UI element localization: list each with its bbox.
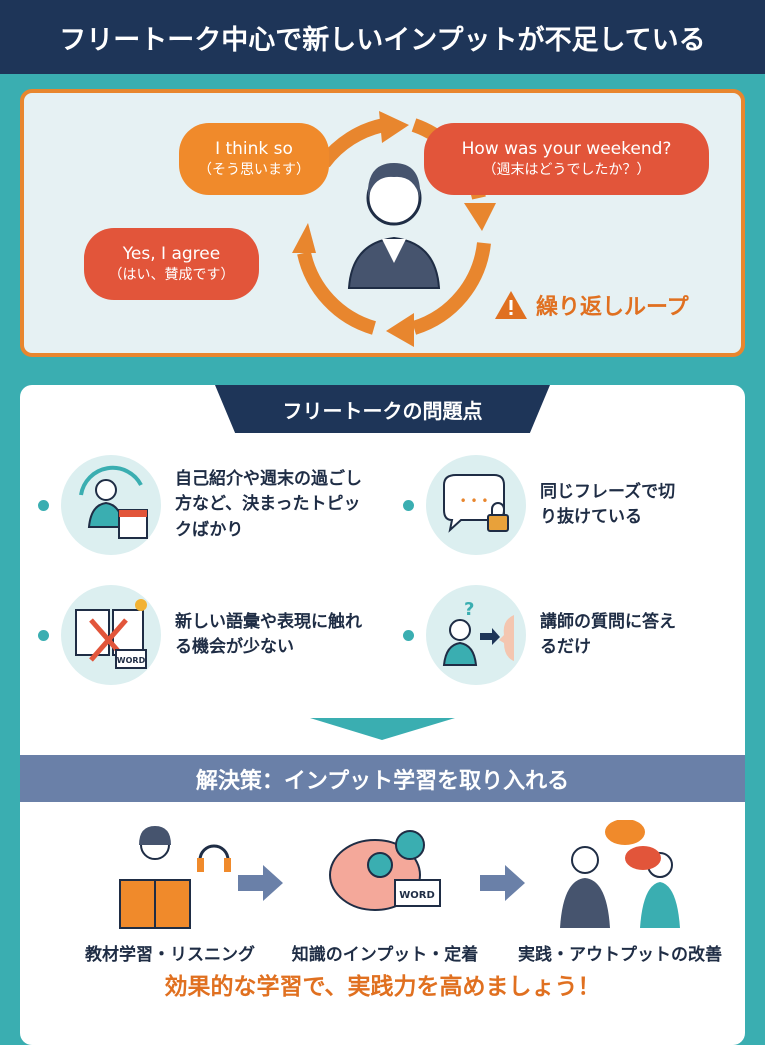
book-cross-icon: WORD: [61, 585, 161, 685]
bubble-en: I think so: [215, 139, 293, 160]
word-card-text: WORD: [399, 890, 435, 901]
repeat-loop-warning: 繰り返しループ: [494, 289, 689, 321]
solution-title: 解決策：インプット学習を取り入れる: [20, 755, 745, 802]
bubble-ja: （そう思います）: [198, 162, 310, 179]
right-arrow-icon: [238, 865, 283, 901]
solution-step: 実践・アウトプットの改善: [510, 819, 730, 965]
closing-message: 効果的な学習で、実践力を高めましょう！: [164, 974, 601, 1000]
question-person-icon: ?: [426, 585, 526, 685]
brain-gear-icon: WORD: [329, 830, 441, 911]
bullet-dot: [38, 499, 49, 511]
calendar-person-icon: [61, 455, 161, 555]
bubble-ja: （はい、賛成です）: [108, 267, 235, 284]
free-talk-loop-panel: I think so （そう思います） How was your weekend?…: [20, 89, 745, 357]
loop-arrows-icon: [292, 111, 496, 347]
step-label: 実践・アウトプットの改善: [518, 945, 722, 965]
bubble-en: How was your weekend?: [461, 139, 672, 160]
conversation-icon: [560, 819, 680, 928]
down-arrow-icon: [310, 718, 455, 740]
solution-step: WORD 知識のインプット・定着: [275, 820, 495, 965]
problem-text: 自己紹介や週末の過ごし方など、決まったトピックばかり: [175, 468, 362, 540]
bullet-dot: [38, 629, 49, 641]
problem-text: 同じフレーズで切り抜けている: [540, 481, 676, 528]
problem-item: 自己紹介や週末の過ごし方など、決まったトピックばかり: [38, 455, 378, 555]
solution-step: 教材学習・リスニング: [60, 820, 280, 965]
svg-text:?: ?: [464, 599, 474, 620]
speech-bubble-i-think-so: I think so （そう思います）: [179, 123, 329, 195]
speech-bubble-weekend: How was your weekend? （週末はどうでしたか？）: [424, 123, 709, 195]
problem-item: • • • 同じフレーズで切り抜けている: [403, 455, 743, 555]
bullet-dot: [403, 629, 414, 641]
problems-card: フリートークの問題点 自己紹介や週末の過ごし方など、決まったトピックばかり • …: [20, 385, 745, 1045]
svg-text:• • •: • • •: [460, 494, 489, 508]
warning-text: 繰り返しループ: [536, 295, 689, 320]
person-icon: [347, 163, 441, 289]
problem-text: 講師の質問に答えるだけ: [540, 611, 676, 658]
problem-item: WORD 新しい語彙や表現に触れる機会が少ない: [38, 585, 378, 685]
bubble-ja: （週末はどうでしたか？）: [482, 162, 651, 179]
page-title: フリートーク中心で新しいインプットが不足している: [0, 0, 765, 74]
bubble-en: Yes, I agree: [122, 244, 221, 265]
bullet-dot: [403, 499, 414, 511]
word-card-text: WORD: [117, 656, 146, 665]
warning-icon: [495, 291, 527, 319]
step-label: 教材学習・リスニング: [85, 945, 255, 965]
problem-text: 新しい語彙や表現に触れる機会が少ない: [175, 611, 362, 658]
problems-title: フリートークの問題点: [215, 385, 550, 433]
problem-item: ? 講師の質問に答えるだけ: [403, 585, 743, 685]
right-arrow-icon: [480, 865, 525, 901]
step-label: 知識のインプット・定着: [291, 945, 479, 965]
speech-lock-icon: • • •: [426, 455, 526, 555]
speech-bubble-agree: Yes, I agree （はい、賛成です）: [84, 228, 259, 300]
reading-listening-icon: [119, 826, 231, 929]
